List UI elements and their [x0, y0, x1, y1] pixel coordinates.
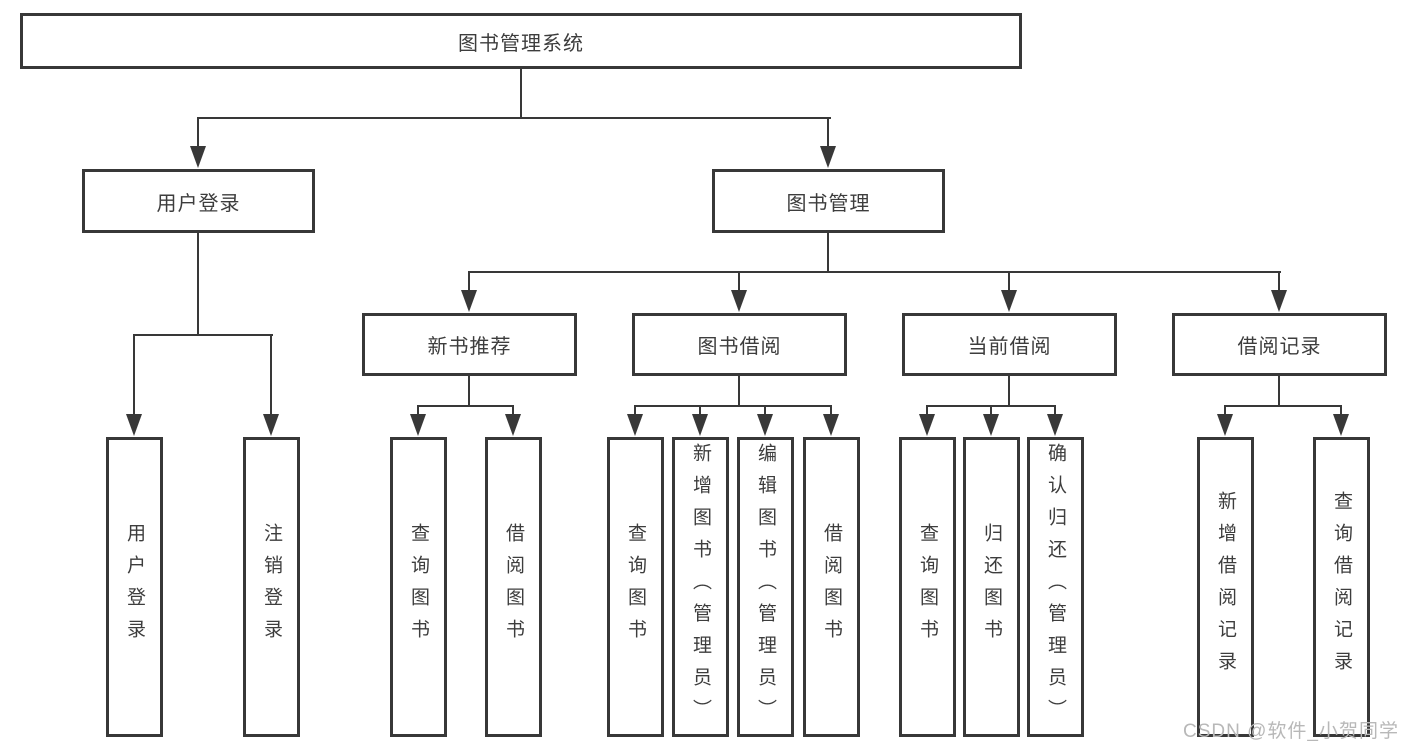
connector-line: [270, 335, 272, 416]
leaf-label: 借阅图书: [503, 523, 524, 651]
connector-line: [827, 118, 829, 148]
leaf-query-books-current: 查询图书: [899, 437, 956, 737]
leaf-return-book: 归还图书: [963, 437, 1020, 737]
node-new-book-recommend: 新书推荐: [362, 313, 577, 376]
connector-line: [417, 405, 514, 407]
connector-line: [699, 406, 701, 416]
connector-line: [1054, 406, 1056, 416]
connector-line: [926, 406, 928, 416]
connector-line: [1278, 272, 1280, 292]
leaf-label: 查询图书: [408, 523, 429, 651]
arrowhead-down: [627, 414, 643, 436]
leaf-label: 查询借阅记录: [1331, 491, 1352, 683]
leaf-label: 查询图书: [625, 523, 646, 651]
connector-line: [417, 406, 419, 416]
leaf-label: 新增借阅记录: [1215, 491, 1236, 683]
arrowhead-down: [263, 414, 279, 436]
connector-line: [634, 405, 832, 407]
leaf-label: 确认归还（管理员）: [1045, 443, 1066, 731]
connector-line: [827, 233, 829, 273]
node-user-login: 用户登录: [82, 169, 315, 233]
connector-line: [1008, 272, 1010, 292]
connector-line: [197, 118, 199, 148]
leaf-add-borrow-record: 新增借阅记录: [1197, 437, 1254, 737]
connector-line: [512, 406, 514, 416]
leaf-user-login: 用户登录: [106, 437, 163, 737]
arrowhead-down: [983, 414, 999, 436]
arrowhead-down: [823, 414, 839, 436]
leaf-borrow-books-recommend: 借阅图书: [485, 437, 542, 737]
connector-line: [1340, 406, 1342, 416]
leaf-label: 借阅图书: [821, 523, 842, 651]
arrowhead-down: [190, 146, 206, 168]
node-borrow-records: 借阅记录: [1172, 313, 1387, 376]
leaf-query-books-recommend: 查询图书: [390, 437, 447, 737]
connector-line: [197, 117, 831, 119]
node-book-borrowing: 图书借阅: [632, 313, 847, 376]
connector-line: [830, 406, 832, 416]
connector-line: [1278, 376, 1280, 406]
connector-line: [1224, 406, 1226, 416]
arrowhead-down: [126, 414, 142, 436]
arrowhead-down: [731, 290, 747, 312]
connector-line: [634, 406, 636, 416]
arrowhead-down: [1047, 414, 1063, 436]
leaf-edit-book-admin: 编辑图书（管理员）: [737, 437, 794, 737]
leaf-label: 用户登录: [124, 523, 145, 651]
leaf-label: 注销登录: [261, 523, 282, 651]
connector-line: [197, 233, 199, 336]
leaf-borrow-books-borrowing: 借阅图书: [803, 437, 860, 737]
connector-line: [468, 272, 470, 292]
connector-line: [468, 271, 1281, 273]
connector-line: [133, 335, 135, 416]
arrowhead-down: [1001, 290, 1017, 312]
leaf-label: 归还图书: [981, 523, 1002, 651]
connector-line: [990, 406, 992, 416]
connector-line: [468, 376, 470, 406]
node-current-borrowing: 当前借阅: [902, 313, 1117, 376]
leaf-confirm-return-admin: 确认归还（管理员）: [1027, 437, 1084, 737]
leaf-add-book-admin: 新增图书（管理员）: [672, 437, 729, 737]
arrowhead-down: [692, 414, 708, 436]
leaf-query-books-borrowing: 查询图书: [607, 437, 664, 737]
leaf-label: 新增图书（管理员）: [690, 443, 711, 731]
arrowhead-down: [1271, 290, 1287, 312]
node-book-management: 图书管理: [712, 169, 945, 233]
connector-line: [738, 272, 740, 292]
node-library-management-system: 图书管理系统: [20, 13, 1022, 69]
connector-line: [520, 69, 522, 118]
leaf-label: 查询图书: [917, 523, 938, 651]
arrowhead-down: [1217, 414, 1233, 436]
leaf-label: 编辑图书（管理员）: [755, 443, 776, 731]
connector-line: [1224, 405, 1342, 407]
leaf-logout: 注销登录: [243, 437, 300, 737]
connector-line: [1008, 376, 1010, 406]
arrowhead-down: [461, 290, 477, 312]
leaf-query-borrow-record: 查询借阅记录: [1313, 437, 1370, 737]
arrowhead-down: [820, 146, 836, 168]
connector-line: [738, 376, 740, 406]
arrowhead-down: [505, 414, 521, 436]
arrowhead-down: [757, 414, 773, 436]
arrowhead-down: [919, 414, 935, 436]
arrowhead-down: [410, 414, 426, 436]
connector-line: [133, 334, 273, 336]
watermark: CSDN @软件_小贺同学: [1183, 721, 1399, 742]
connector-line: [764, 406, 766, 416]
arrowhead-down: [1333, 414, 1349, 436]
